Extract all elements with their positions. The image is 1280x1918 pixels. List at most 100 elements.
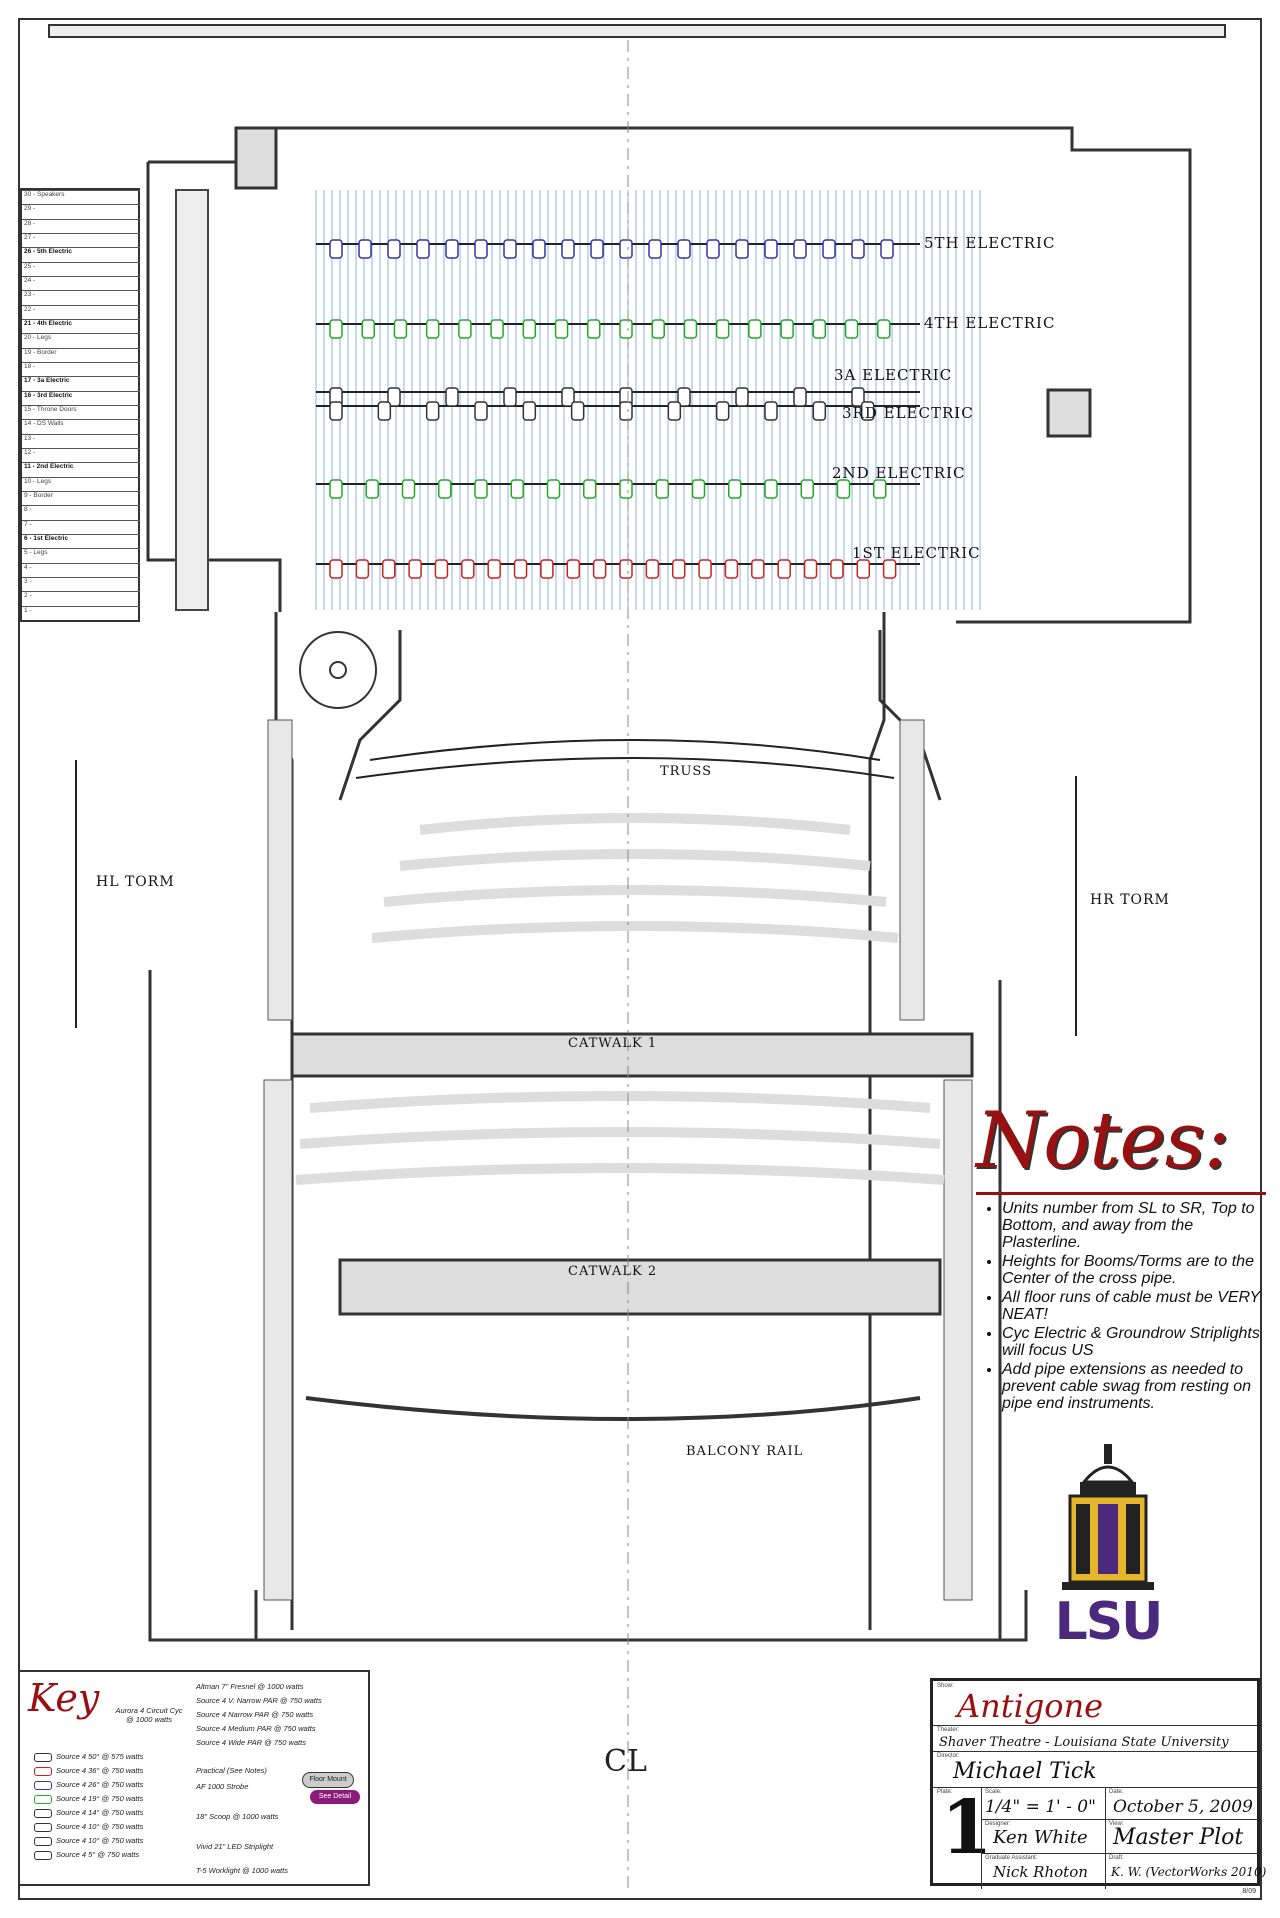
fixture-icon	[570, 401, 585, 421]
fixture-icon	[655, 479, 669, 499]
lineset-row: 10 - Legs	[22, 476, 140, 492]
key-item: Vivid 21" LED Striplight	[196, 1842, 274, 1851]
key-item: Source 4 V. Narrow PAR @ 750 watts	[196, 1696, 322, 1705]
note-item: Cyc Electric & Groundrow Striplights wil…	[1002, 1325, 1262, 1359]
theater-caption: Theater:	[937, 1727, 960, 1733]
fixture-icon	[619, 479, 633, 499]
source4-26-icon	[34, 1780, 52, 1790]
key-item: Altman 7" Fresnel @ 1000 watts	[196, 1682, 304, 1691]
label-3rd-electric: 3RD ELECTRIC	[842, 404, 974, 422]
lineset-row: 8 -	[22, 505, 140, 520]
label-5th-electric: 5TH ELECTRIC	[924, 234, 1056, 252]
label-truss: TRUSS	[660, 764, 712, 779]
truss	[355, 739, 895, 779]
fixture-icon	[735, 387, 749, 407]
key-item: Source 4 36° @ 750 watts	[34, 1766, 143, 1776]
fixture-icon	[735, 239, 749, 259]
lineset-row: 24 -	[22, 276, 140, 291]
fixture-icon	[355, 559, 370, 579]
fixture-icon	[844, 319, 859, 339]
seat-row	[295, 1163, 945, 1185]
fixture-icon	[793, 387, 807, 407]
lineset-row: 14 - DS Walls	[22, 419, 140, 434]
lsu-logo: LSU	[1040, 1444, 1176, 1660]
wall-hatching	[263, 719, 973, 1601]
label-catwalk-2: CATWALK 2	[568, 1264, 658, 1279]
key-item: Source 4 5° @ 750 watts	[34, 1850, 139, 1860]
fixture-icon	[822, 239, 836, 259]
fixture-icon	[882, 559, 897, 579]
key-item: Source 4 14° @ 750 watts	[34, 1808, 143, 1818]
notes-panel: Notes: Units number from SL to SR, Top t…	[976, 1096, 1266, 1436]
fixture-icon	[561, 239, 575, 259]
fixture-icon	[698, 559, 712, 579]
key-item: Source 4 19° @ 750 watts	[34, 1794, 143, 1804]
fixture-icon	[590, 239, 604, 259]
lineset-row: 15 - Throne Doors	[22, 405, 140, 420]
fixture-icon	[554, 319, 569, 339]
label-balcony-rail: BALCONY RAIL	[686, 1444, 804, 1459]
fixture-icon	[830, 559, 844, 579]
draft-caption: Draft:	[1109, 1855, 1124, 1861]
key-title: Key	[28, 1676, 100, 1720]
designer-caption: Designer:	[985, 1821, 1011, 1827]
fixture-icon	[387, 387, 401, 407]
key-item: Source 4 Medium PAR @ 750 watts	[196, 1724, 316, 1733]
fixture-icon	[856, 559, 871, 579]
fixture-icon	[592, 559, 607, 579]
spiral-stair	[299, 631, 377, 709]
notes-title: Notes:	[976, 1096, 1230, 1186]
seat-row	[419, 813, 851, 835]
lineset-row: 23 -	[22, 290, 140, 305]
fixture-icon	[671, 559, 686, 579]
fixture-icon	[358, 239, 372, 259]
seat-row	[299, 1127, 941, 1149]
fixture-icon	[715, 319, 730, 339]
lineset-row: 1 -	[22, 605, 140, 621]
fixture-icon	[329, 479, 343, 499]
fixture-icon	[836, 479, 851, 499]
label-2nd-electric: 2ND ELECTRIC	[832, 464, 966, 482]
seat-row	[383, 885, 887, 907]
source4-50-icon	[34, 1752, 52, 1762]
fixture-icon	[812, 401, 827, 421]
fixture-icon	[393, 319, 408, 339]
fixture-icon	[522, 401, 537, 421]
rigging-battens	[315, 190, 981, 610]
fixture-icon	[764, 239, 778, 259]
title-block: Show: Antigone Theater: Shaver Theatre -…	[930, 1678, 1266, 1889]
fixture-icon	[474, 479, 488, 499]
lineset-row: 18 -	[22, 362, 140, 377]
lineset-row: 3 -	[22, 577, 140, 592]
fixture-icon	[619, 239, 633, 259]
lineset-row: 4 -	[22, 562, 140, 578]
fixture-icon	[329, 319, 343, 339]
scale-value: 1/4" = 1' - 0"	[985, 1797, 1096, 1817]
fixture-icon	[425, 319, 440, 339]
fixture-icon	[434, 559, 449, 579]
fixture-icon	[728, 479, 742, 499]
key-item: Source 4 Narrow PAR @ 750 watts	[196, 1710, 314, 1719]
fixture-icon	[583, 479, 597, 499]
fixture-icon	[619, 319, 633, 339]
fixture-icon	[503, 387, 517, 407]
fixture-icon	[777, 559, 791, 579]
fixture-icon	[677, 387, 691, 407]
lineset-row: 17 - 3a Electric	[22, 376, 140, 391]
note-item: All floor runs of cable must be VERY NEA…	[1002, 1289, 1262, 1323]
fixture-icon	[408, 559, 422, 579]
fixture-icon	[377, 401, 392, 421]
fixture-icon	[793, 239, 807, 259]
source4-10-icon	[34, 1822, 52, 1832]
lineset-row: 29 -	[22, 204, 140, 219]
fixture-icon	[522, 319, 537, 339]
fixture-icon	[425, 401, 440, 421]
lineset-row: 6 - 1st Electric	[22, 534, 140, 549]
key-item: Source 4 Wide PAR @ 750 watts	[196, 1738, 306, 1747]
fixture-icon	[860, 401, 875, 421]
source4-36-icon	[34, 1766, 52, 1776]
fixture-icon	[532, 239, 546, 259]
fixture-icon	[503, 239, 517, 259]
fixture-icon	[715, 401, 730, 421]
